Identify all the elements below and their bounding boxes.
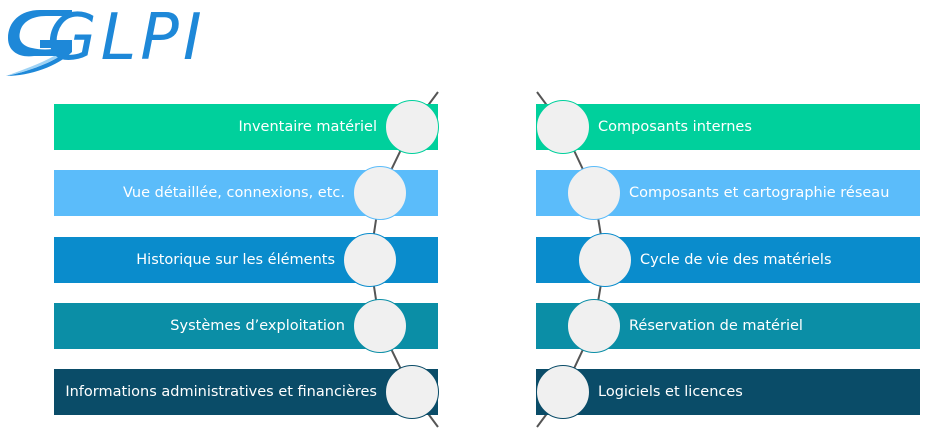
right-feature-node <box>567 299 621 353</box>
right-feature-label: Composants et cartographie réseau <box>629 185 890 201</box>
left-feature-label: Inventaire matériel <box>238 119 378 135</box>
right-feature-bar: Logiciels et licences <box>536 369 920 415</box>
right-feature-node <box>567 166 621 220</box>
right-feature-bar: Composants internes <box>536 104 920 150</box>
left-feature-node <box>385 365 439 419</box>
left-feature-label: Vue détaillée, connexions, etc. <box>122 185 345 201</box>
right-feature-node <box>578 233 632 287</box>
left-feature-bar: Informations administratives et financiè… <box>54 369 438 415</box>
right-feature-label: Composants internes <box>598 119 752 135</box>
glpi-logo: GLPI <box>0 0 202 82</box>
right-feature-label: Cycle de vie des matériels <box>640 252 832 268</box>
left-feature-node <box>353 166 407 220</box>
right-feature-node <box>536 365 590 419</box>
logo-text: GLPI <box>47 1 206 75</box>
left-feature-label: Systèmes d’exploitation <box>170 318 345 334</box>
right-feature-label: Logiciels et licences <box>598 384 743 400</box>
left-feature-node <box>343 233 397 287</box>
left-feature-node <box>353 299 407 353</box>
logo-swoosh-icon <box>6 10 72 76</box>
left-feature-label: Informations administratives et financiè… <box>65 384 377 400</box>
right-feature-node <box>536 100 590 154</box>
left-feature-node <box>385 100 439 154</box>
right-feature-label: Réservation de matériel <box>629 318 803 334</box>
left-feature-label: Historique sur les éléments <box>136 252 335 268</box>
left-feature-bar: Inventaire matériel <box>54 104 438 150</box>
